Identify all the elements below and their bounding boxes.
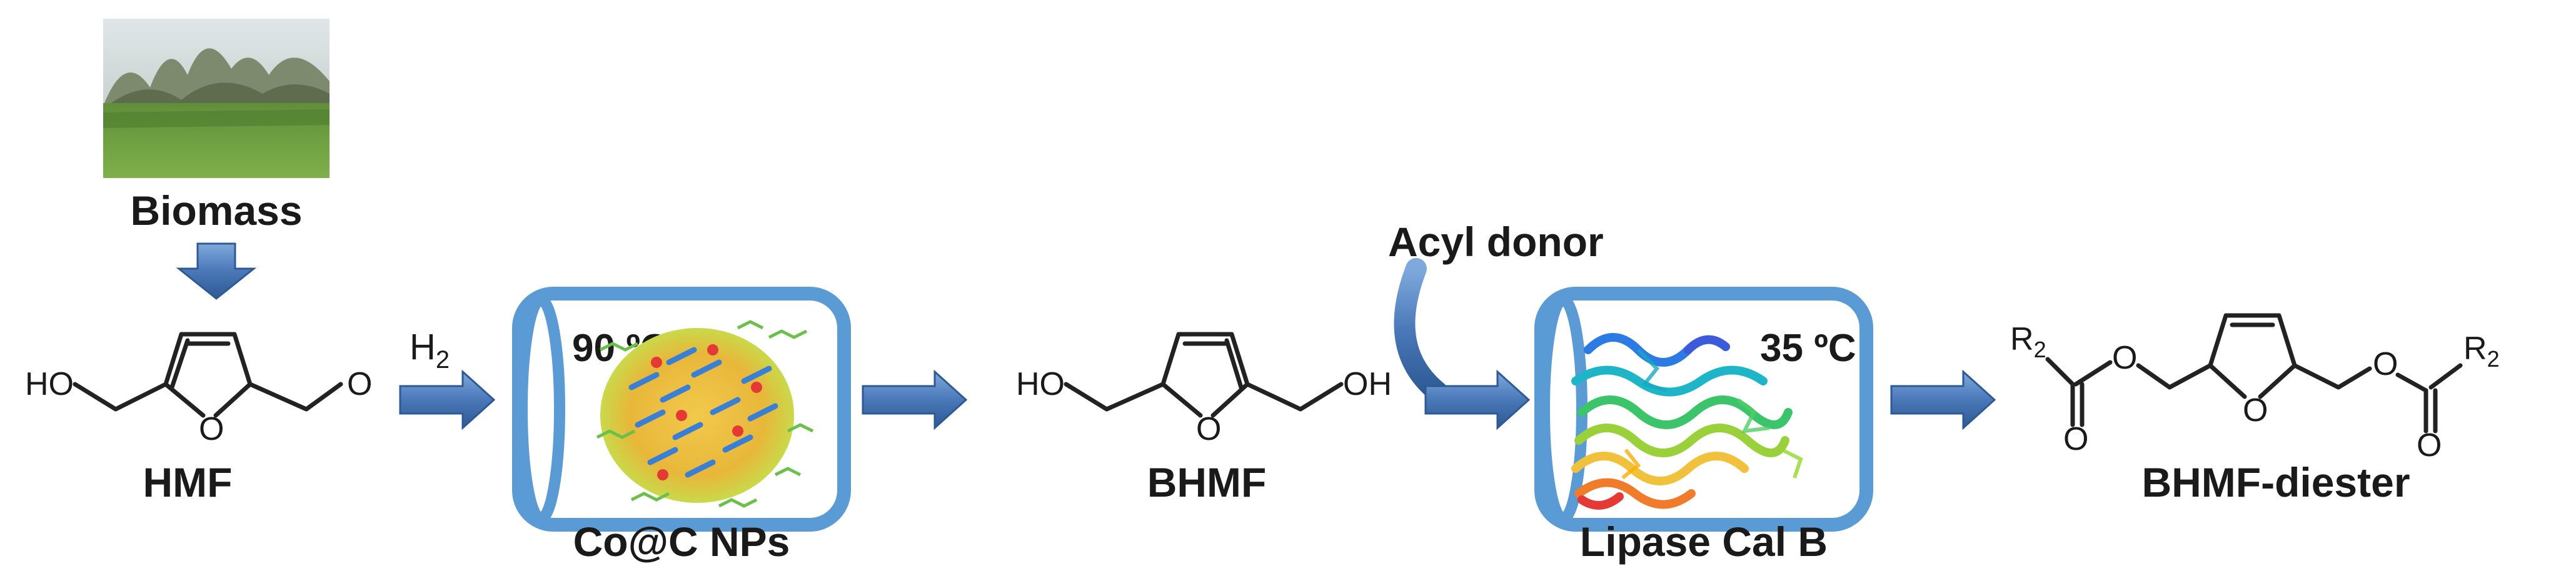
- arrow-to-product-icon: [1890, 369, 1996, 430]
- reactor-2-temperature: 35 ºC: [1760, 327, 1856, 370]
- bhmf-structure: HO O OH: [1016, 332, 1392, 447]
- hmf-aldehyde-o-atom: O: [347, 366, 372, 402]
- curved-arrow-icon: [1394, 258, 1449, 403]
- diester-r2-left: R2: [2010, 321, 2046, 362]
- diester-r2-right: R2: [2463, 330, 2500, 372]
- bhmf-diester-structure: R2 O O O O O R2: [2010, 313, 2500, 464]
- hmf-ho-atom: HO: [25, 366, 74, 402]
- diester-carbonyl-o-left: O: [2063, 421, 2088, 457]
- diester-ester-o-right: O: [2373, 346, 2398, 382]
- bhmf-ho-atom: HO: [1016, 366, 1065, 402]
- hmf-label: HMF: [143, 459, 233, 505]
- protein-ribbon-icon: [1571, 333, 1803, 510]
- bhmf-ring-o-atom: O: [1196, 411, 1221, 447]
- arrow-to-reactor-2-icon: [1424, 369, 1531, 430]
- acyl-donor-label: Acyl donor: [1388, 219, 1604, 265]
- bhmf-label: BHMF: [1147, 459, 1267, 505]
- arrow-to-reactor-1-icon: [399, 369, 496, 430]
- arrow-to-bhmf-icon: [862, 369, 968, 430]
- biomass-label: Biomass: [130, 187, 302, 234]
- hmf-structure: HO O O: [25, 332, 372, 447]
- catalyst-label: Co@C NPs: [573, 519, 790, 565]
- diester-ring-o-atom: O: [2243, 392, 2268, 429]
- diester-ester-o-left: O: [2112, 340, 2137, 376]
- biomass-photo-icon: [103, 19, 330, 178]
- down-arrow-icon: [176, 242, 257, 300]
- product-label: BHMF-diester: [2141, 459, 2410, 505]
- diester-carbonyl-o-right: O: [2417, 427, 2442, 464]
- nanoparticle-cluster-icon: [596, 320, 814, 508]
- bhmf-oh-atom: OH: [1343, 366, 1392, 402]
- reactor-1: [512, 287, 851, 532]
- h2-label: H2: [410, 327, 450, 374]
- enzyme-label: Lipase Cal B: [1580, 519, 1828, 565]
- hmf-ring-o-atom: O: [199, 411, 224, 447]
